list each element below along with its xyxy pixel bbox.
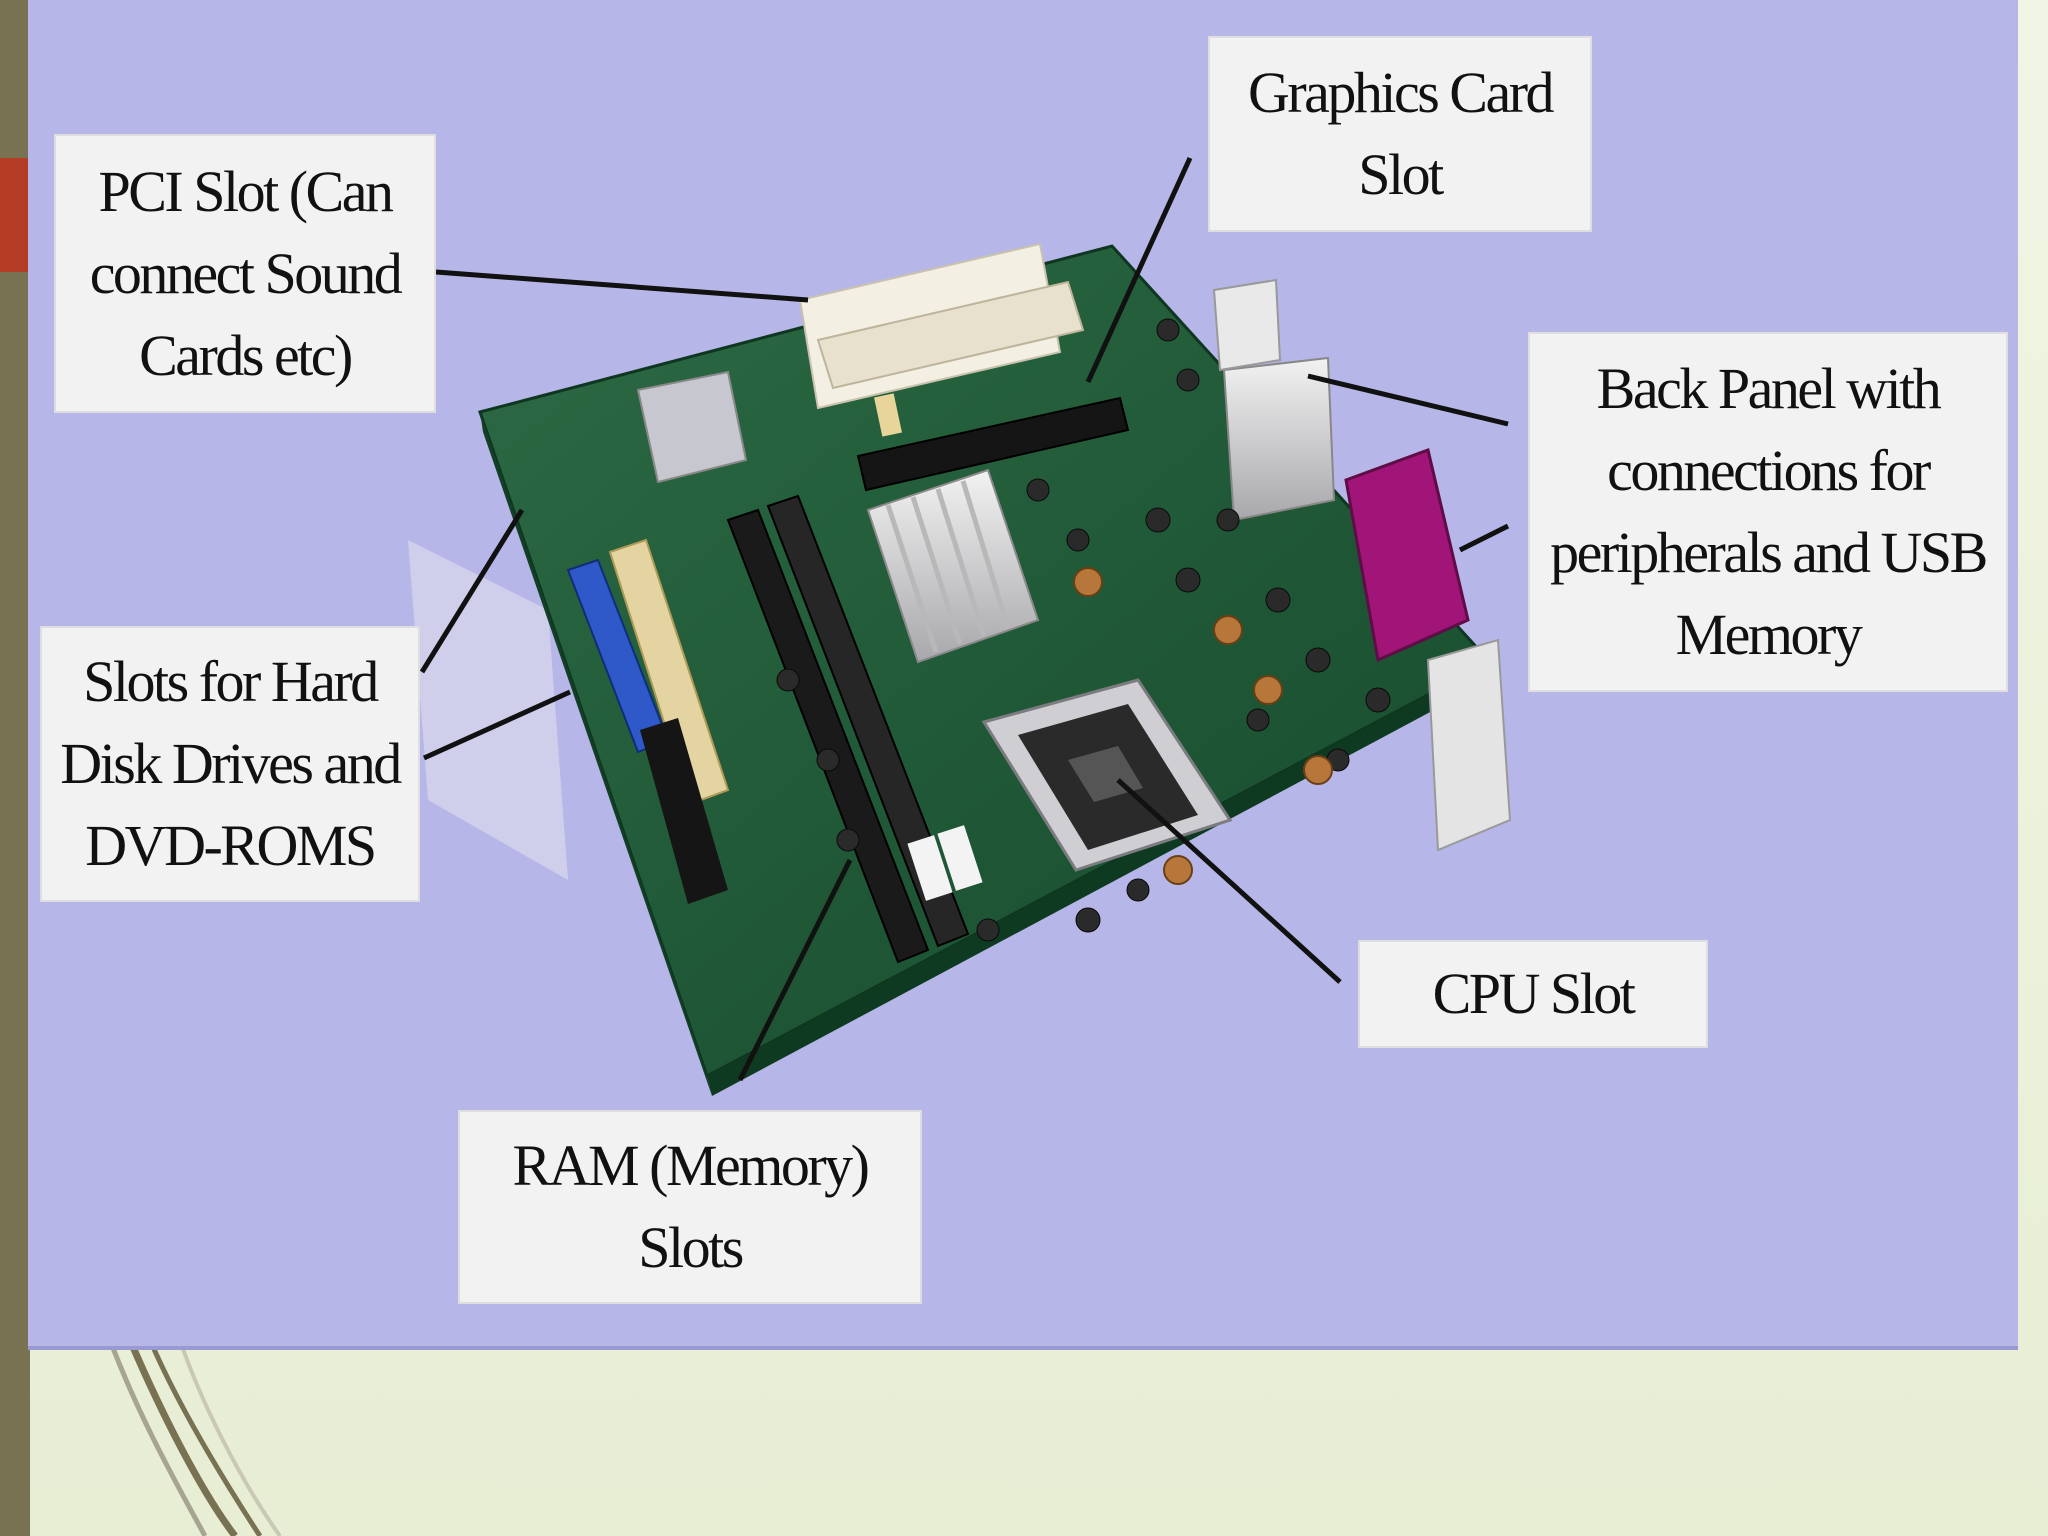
leader-line-back-panel-2: [1458, 523, 1510, 553]
leader-line-back-panel-1: [1307, 373, 1509, 427]
leader-line-graphics: [1085, 156, 1193, 384]
leader-lines: [419, 156, 1510, 1082]
leader-line-drives-1: [419, 508, 525, 674]
label-graphics-card-slot: Graphics Card Slot: [1208, 36, 1592, 232]
leader-line-cpu: [1116, 778, 1342, 984]
leader-line-ram: [737, 858, 853, 1082]
motherboard-illustration: [408, 156, 1512, 1096]
chipset-heatsink: [866, 468, 1040, 664]
decorative-lines: [107, 1340, 282, 1536]
back-panel-io: [1212, 278, 1512, 852]
pci-slots: [798, 242, 1085, 437]
drive-connectors: [566, 538, 730, 904]
capacitors: [776, 318, 1391, 942]
label-cpu-slot: CPU Slot: [1358, 940, 1708, 1048]
label-ram-slots: RAM (Memory) Slots: [458, 1110, 922, 1304]
label-back-panel: Back Panel with connections for peripher…: [1528, 332, 2008, 692]
leader-line-pci: [435, 269, 809, 303]
graphics-slot-shape: [856, 396, 1130, 492]
leader-line-drives-2: [422, 689, 572, 761]
slide-accent-bar: [0, 158, 30, 272]
label-pci-slot: PCI Slot (Can connect Sound Cards etc): [54, 134, 436, 413]
label-drive-slots: Slots for Hard Disk Drives and DVD-ROMS: [40, 626, 420, 902]
inductor-coils: [1073, 567, 1333, 885]
ram-slot-shapes: [726, 494, 983, 964]
